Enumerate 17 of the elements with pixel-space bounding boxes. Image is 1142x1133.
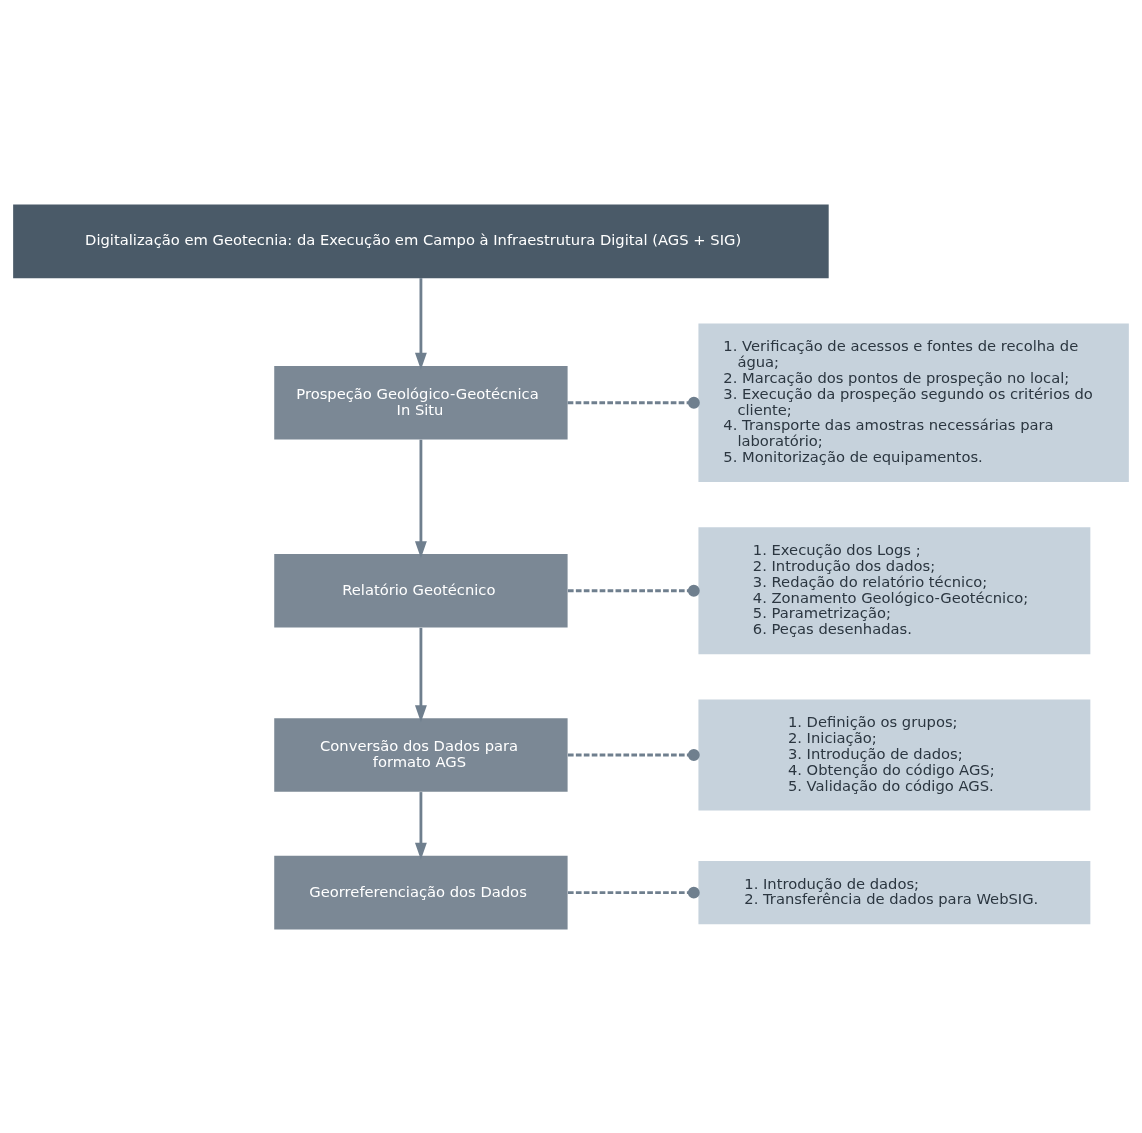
node-box: 1. Definição os grupos; 2. Iniciação; 3. Introdução de dados; 4. Obtenção do código AGS; 5. Validação do código AGS. xyxy=(698,699,1091,811)
node-box: Prospeção Geológico-Geotécnica In Situ xyxy=(274,365,568,440)
node-box: 1. Execução dos Logs ; 2. Introdução dos dados; 3. Redação do relatório técnico; 4. Zonamento Geológico-Geotécnico; 5. Parametrização; 6. Peças desenhadas. xyxy=(698,526,1091,654)
arrow xyxy=(414,627,427,722)
node-box: Digitalização em Geotecnia: da Execução em Campo à Infraestrutura Digital (AGS + SIG) xyxy=(13,204,829,278)
node-box: Relatório Geotécnico xyxy=(274,553,568,628)
node-box: Georreferenciação dos Dados xyxy=(274,855,568,929)
node-box: Conversão dos Dados para formato AGS xyxy=(274,717,568,792)
arrow xyxy=(414,439,427,558)
arrow xyxy=(414,791,427,860)
connector xyxy=(567,396,700,409)
connector xyxy=(567,584,700,597)
connector xyxy=(567,748,700,761)
node-box: 1. Verificação de acessos e fontes de recolha de água; 2. Marcação dos pontos de prospeção no local; 3. Execução da prospeção segundo os critérios do cliente; 4. Transporte das amostras necessárias para laboratório; 5. Monitorização de equipamentos. xyxy=(698,322,1129,482)
connector xyxy=(567,886,700,899)
arrow xyxy=(414,277,427,370)
node-box: 1. Introdução de dados; 2. Transferência de dados para WebSIG. xyxy=(698,860,1091,924)
